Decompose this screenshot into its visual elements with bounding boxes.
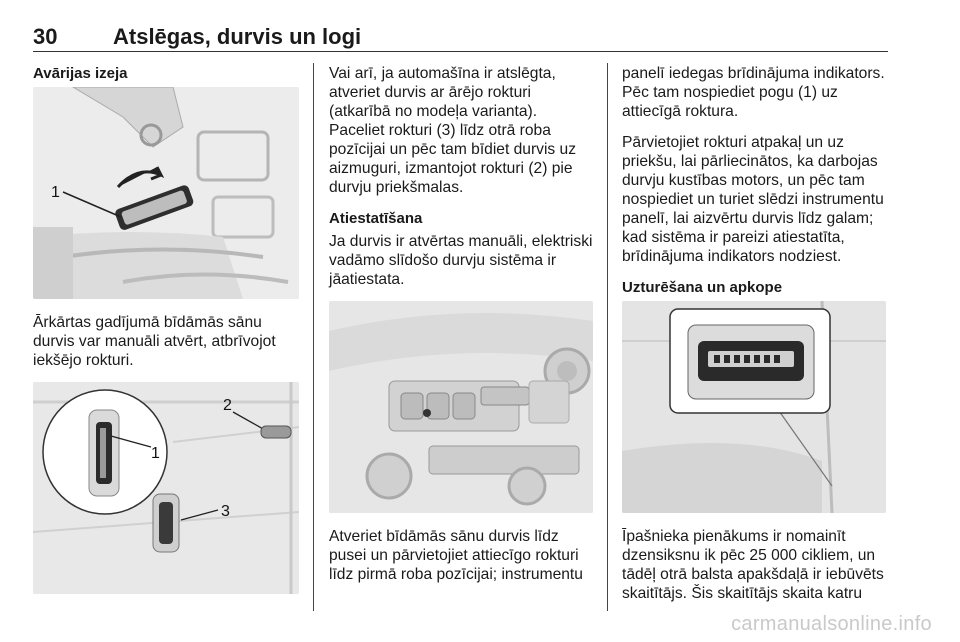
paragraph-external-handle: Vai arī, ja automašīna ir atslēgta, atve… (329, 65, 577, 196)
column-divider (313, 63, 314, 611)
figure-cycle-counter (622, 301, 886, 513)
page-header: 30 Atslēgas, durvis un logi (33, 24, 888, 54)
paragraph-manual-release: Ārkārtas gadījumā bīdāmās sānu durvis va… (33, 314, 276, 369)
chapter-title: Atslēgas, durvis un logi (113, 24, 362, 49)
callout-3: 3 (221, 503, 230, 520)
column-3: panelī iedegas brīdinājuma indikators. P… (622, 64, 888, 615)
header-rule (33, 51, 888, 52)
figure-instrument-panel-switch (329, 301, 593, 513)
section-heading-emergency-exit: Avārijas izeja (33, 65, 128, 82)
column-divider (607, 63, 608, 611)
callout-1: 1 (151, 445, 160, 462)
section-heading-reset: Atiestatīšana (329, 210, 423, 227)
paragraph-test-motor: Pārvietojiet rokturi atpakaļ un uz priek… (622, 134, 884, 265)
paragraph-open-door-halfway: Atveriet bīdāmās sānu durvis līdz pusei … (329, 528, 583, 583)
callout-1: 1 (51, 184, 60, 201)
page-number: 30 (33, 24, 58, 49)
column-2: Vai arī, ja automašīna ir atslēgta, atve… (329, 64, 593, 596)
paragraph-counter-info: Īpašnieka pienākums ir nomainīt dzensiks… (622, 528, 884, 602)
section-heading-maintenance: Uzturēšana un apkope (622, 279, 783, 296)
paragraph-press-button: panelī iedegas brīdinājuma indikators. P… (622, 65, 885, 120)
figure-emergency-release-handle: 1 (33, 87, 299, 299)
column-1: Avārijas izeja 1 Ārkārtas gadījumā bīdām… (33, 64, 301, 608)
paragraph-reset-required: Ja durvis ir atvērtas manuāli, elektrisk… (329, 233, 593, 288)
watermark: carmanualsonline.info (731, 613, 932, 635)
figure-door-handles: 1 2 3 (33, 382, 299, 594)
callout-2: 2 (223, 397, 232, 414)
